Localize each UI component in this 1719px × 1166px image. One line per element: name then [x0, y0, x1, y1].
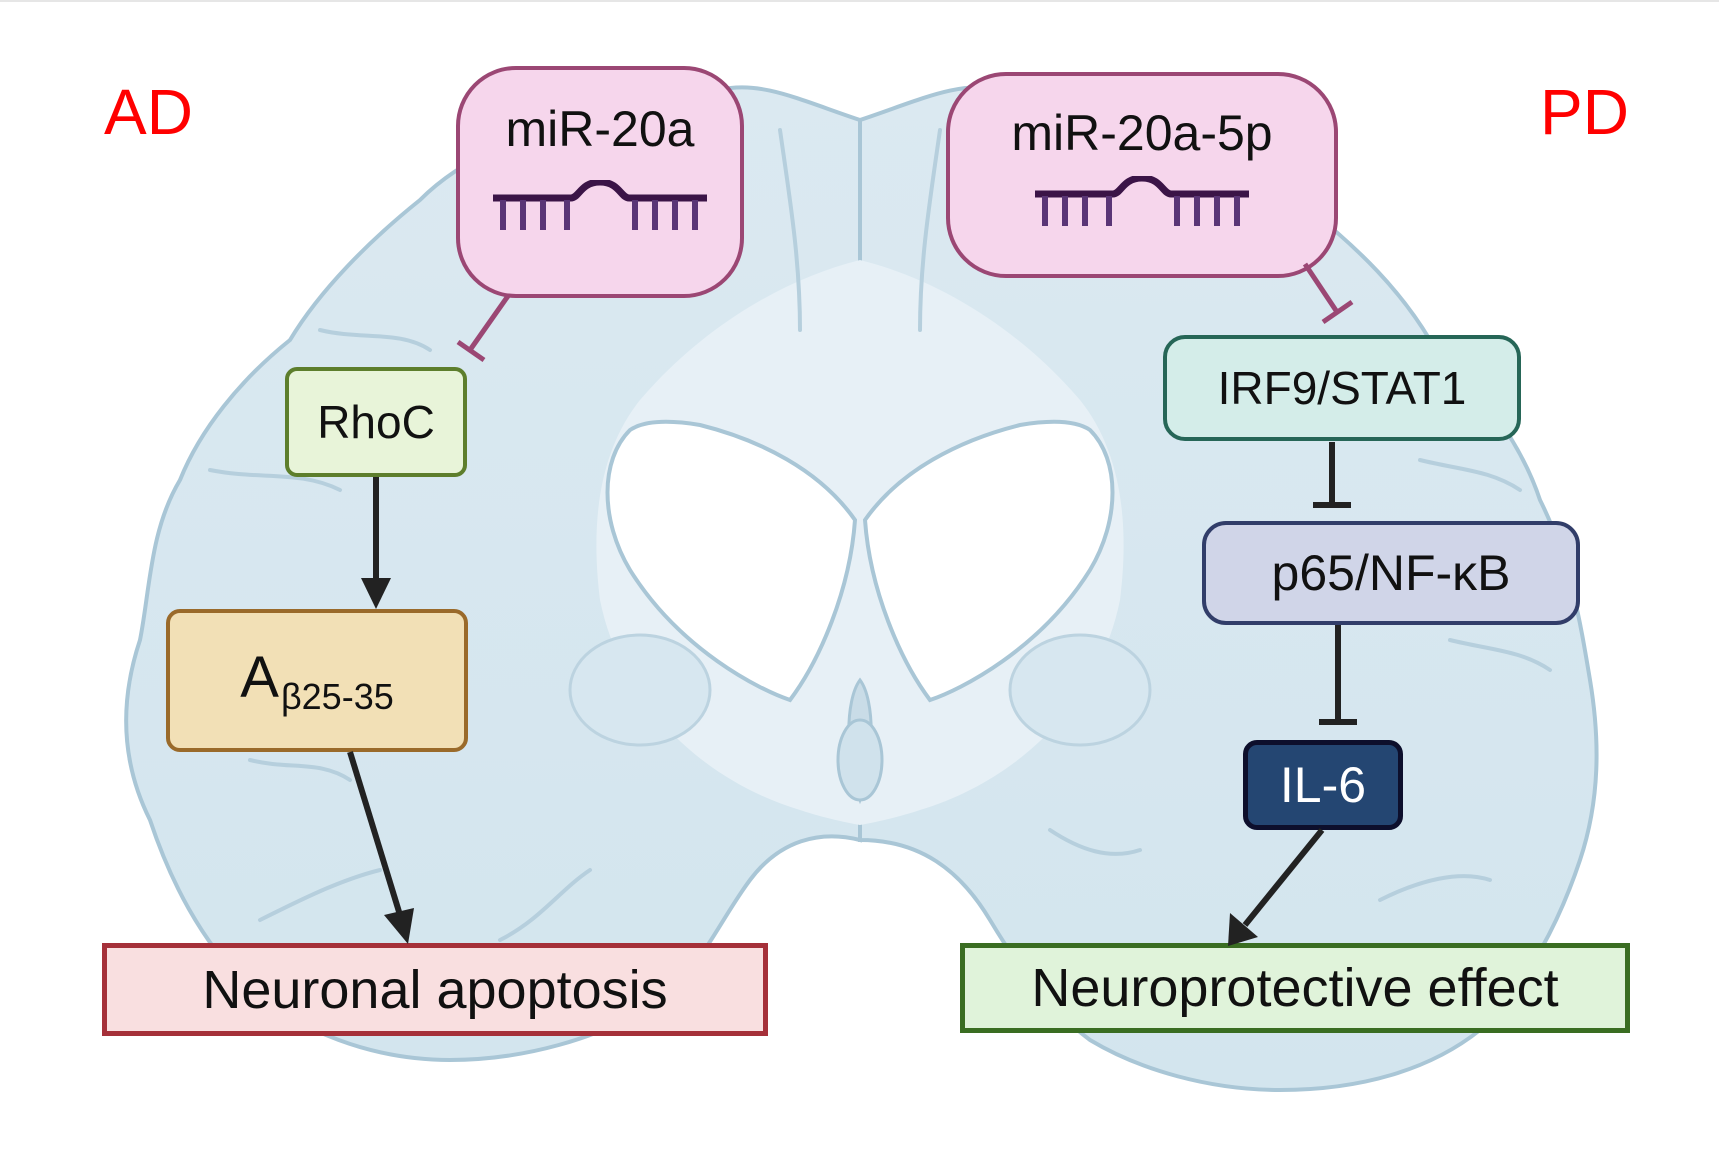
left-lateral-ventricle — [605, 419, 858, 703]
top-border — [0, 0, 1719, 2]
pd-label: PD — [1540, 76, 1629, 148]
mirna-label: miR-20a — [505, 101, 695, 157]
node-label: p65/NF-κB — [1271, 545, 1511, 601]
node-label: IRF9/STAT1 — [1217, 362, 1467, 414]
node-label: Neuroprotective effect — [1031, 958, 1559, 1018]
mirna-label: miR-20a-5p — [1011, 105, 1273, 161]
abeta-subscript: β25-35 — [280, 675, 394, 717]
node-irf9-stat1: IRF9/STAT1 — [1163, 335, 1521, 441]
node-amyloid-beta: Aβ25-35 — [166, 609, 468, 752]
mirna-hairpin-icon — [493, 180, 707, 230]
outcome-neuroprotective-effect: Neuroprotective effect — [960, 943, 1630, 1033]
abeta-main: A — [240, 644, 279, 710]
node-label: IL-6 — [1279, 757, 1367, 813]
outcome-neuronal-apoptosis: Neuronal apoptosis — [102, 943, 768, 1036]
ad-label: AD — [104, 76, 193, 148]
node-label: Aβ25-35 — [240, 644, 393, 718]
right-lateral-ventricle — [862, 419, 1115, 703]
mirna-node-mir-20a: miR-20a — [456, 66, 744, 298]
node-label: Neuronal apoptosis — [202, 959, 668, 1020]
mirna-node-mir-20a-5p: miR-20a-5p — [946, 72, 1338, 278]
mirna-hairpin-icon — [1035, 176, 1249, 226]
node-rhoc: RhoC — [285, 367, 467, 477]
white-matter — [596, 260, 1124, 825]
node-il-6: IL-6 — [1243, 740, 1403, 830]
node-p65-nfkb: p65/NF-κB — [1202, 521, 1580, 625]
node-label: RhoC — [317, 396, 435, 448]
